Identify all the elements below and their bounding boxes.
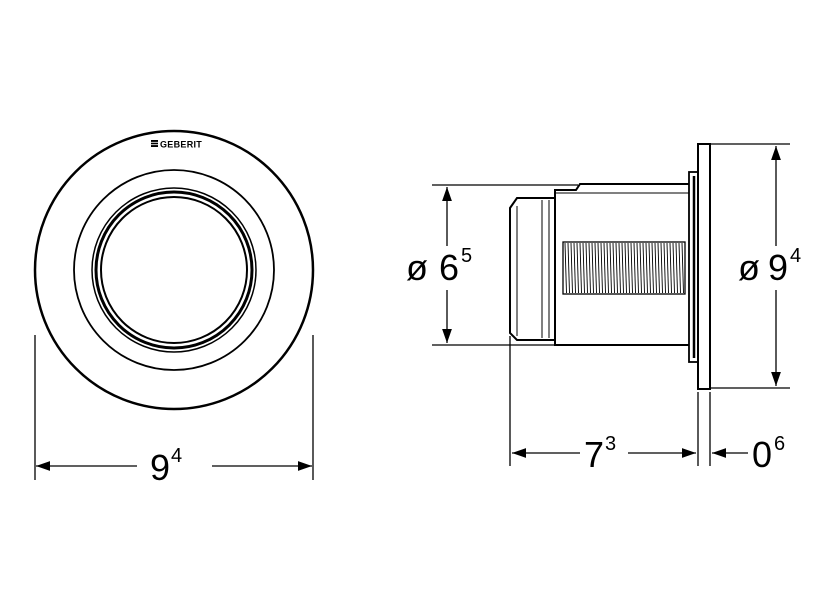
svg-text:9: 9 (768, 247, 788, 288)
thread-line (600, 242, 603, 294)
thread-line (582, 242, 585, 294)
thread-line (666, 242, 669, 294)
thread-line (663, 242, 666, 294)
geberit-logo: GEBERIT (151, 140, 202, 150)
side-view: ø 6 5 ø 9 4 7 3 0 6 (406, 143, 801, 475)
logo-text: GEBERIT (160, 140, 202, 150)
thread-line (624, 242, 627, 294)
svg-text:9: 9 (150, 447, 170, 488)
thread-line (642, 242, 645, 294)
wall-plate (697, 143, 711, 390)
thread-line (633, 242, 636, 294)
thread-line (618, 242, 621, 294)
thread-line (651, 242, 654, 294)
thread-line (576, 242, 579, 294)
thread-line (585, 242, 588, 294)
thread-line (627, 242, 630, 294)
dim-label-front-width: 9 4 (150, 445, 182, 488)
dim-label-outer-diameter: ø 9 4 (738, 245, 801, 288)
thread-line (681, 242, 684, 294)
thread-line (573, 242, 576, 294)
thread-line (669, 242, 672, 294)
logo-mark-icon (151, 140, 158, 147)
thread-line (621, 242, 624, 294)
thread-line (630, 242, 633, 294)
thread-line (579, 242, 582, 294)
svg-text:6: 6 (774, 433, 785, 455)
plate-inner-ring (73, 169, 275, 371)
button-face (100, 196, 248, 344)
thread-line (648, 242, 651, 294)
svg-text:4: 4 (790, 245, 801, 267)
thread-line (636, 242, 639, 294)
svg-text:3: 3 (605, 433, 616, 455)
dim-label-plate-thickness: 0 6 (752, 433, 785, 475)
thread-line (594, 242, 597, 294)
thread-line (660, 242, 663, 294)
thread-line (672, 242, 675, 294)
svg-text:7: 7 (584, 434, 604, 475)
outer-plate-circle (33, 129, 315, 411)
dim-label-inner-diameter: ø 6 5 (406, 245, 472, 288)
plate-step (688, 171, 699, 363)
svg-text:4: 4 (171, 445, 182, 467)
thread-line (606, 242, 609, 294)
svg-text:6: 6 (439, 247, 459, 288)
svg-text:ø: ø (406, 247, 428, 288)
thread-line (645, 242, 648, 294)
thread-line (612, 242, 615, 294)
svg-text:ø: ø (738, 247, 760, 288)
thread-line (609, 242, 612, 294)
thread-line (654, 242, 657, 294)
thread-line (639, 242, 642, 294)
front-view: GEBERIT 9 4 (33, 129, 315, 488)
thread-line (588, 242, 591, 294)
thread-line (675, 242, 678, 294)
thread-line (564, 242, 567, 294)
thread-line (567, 242, 570, 294)
button-barrel (509, 197, 555, 341)
thread-line (603, 242, 606, 294)
thread-line (657, 242, 660, 294)
thread-line (570, 242, 573, 294)
thread-line (615, 242, 618, 294)
dim-label-depth: 7 3 (584, 433, 616, 475)
thread-line (597, 242, 600, 294)
button-body (554, 183, 689, 346)
svg-text:0: 0 (752, 434, 772, 475)
button-ring-mid (94, 190, 254, 350)
button-outer-ring (91, 187, 257, 353)
svg-text:5: 5 (461, 245, 472, 267)
thread-line (678, 242, 681, 294)
thread-line (591, 242, 594, 294)
thread-hatch (564, 242, 684, 294)
